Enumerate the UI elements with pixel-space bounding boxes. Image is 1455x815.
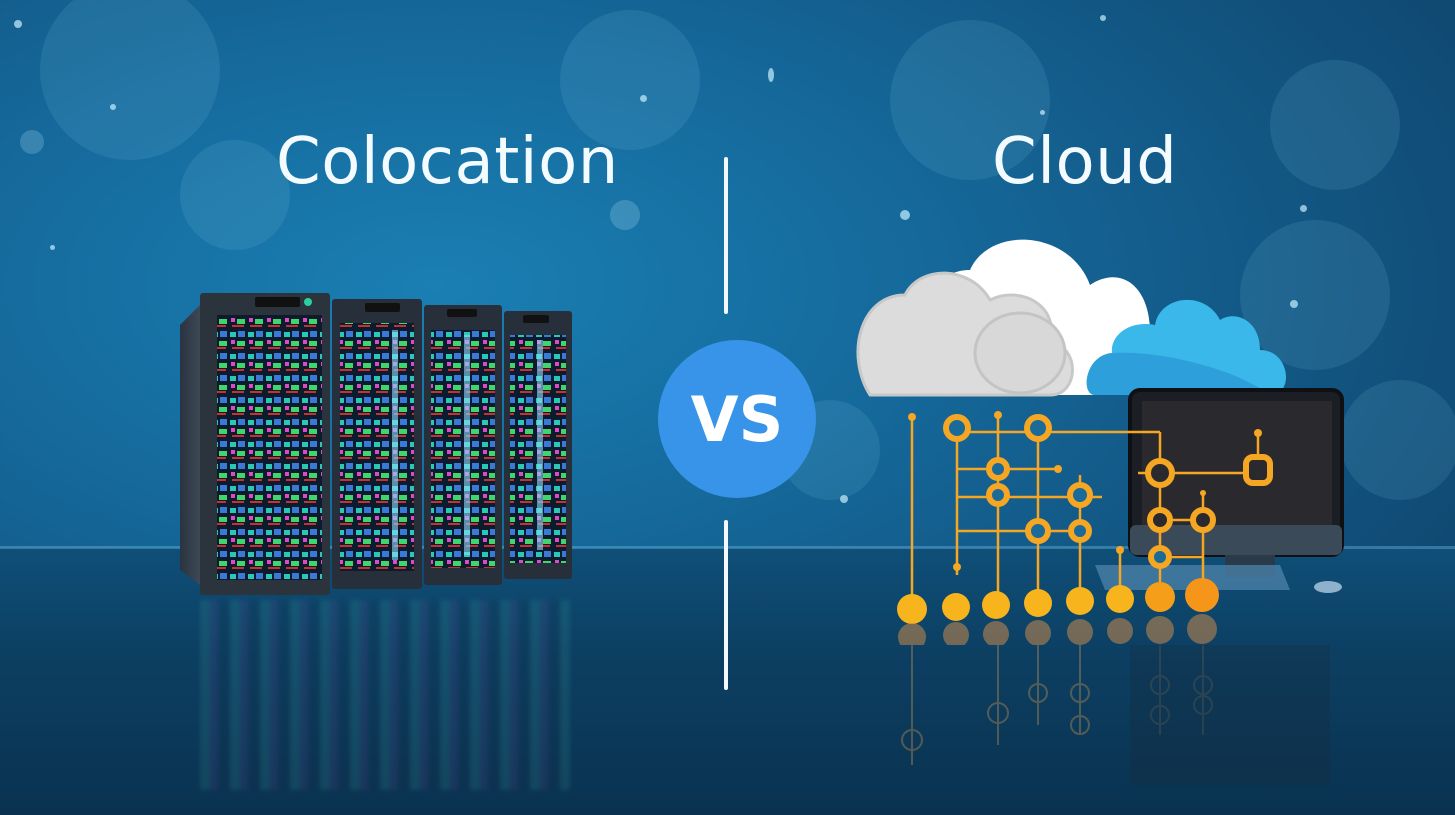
sparkle [840,495,848,503]
sparkle [14,20,22,28]
bokeh-light [560,10,700,150]
sparkle [768,68,774,82]
sparkle [1300,205,1307,212]
cloud-icon [856,239,1287,397]
sparkle [900,210,910,220]
cloud-title: Cloud [992,125,1178,199]
server-rack-icon [180,293,572,595]
sparkle [110,104,116,110]
sparkle [1290,300,1298,308]
sparkle [20,130,44,154]
sparkle [610,200,640,230]
bokeh-light [40,0,220,160]
sparkle [50,245,55,250]
bokeh-light [1240,220,1390,370]
vs-badge: VS [658,340,816,498]
bokeh-light [1340,380,1455,500]
bokeh-light [180,140,290,250]
sparkle [640,95,647,102]
vs-label: VS [690,382,784,456]
sparkle [1100,15,1106,21]
network-diagram-icon [897,388,1344,645]
divider-bottom [724,520,728,690]
colocation-title: Colocation [276,125,619,199]
network-reflection [901,645,1330,785]
bokeh-light [1270,60,1400,190]
bokeh-light [890,20,1050,180]
sparkle [1040,110,1045,115]
divider-top [724,157,728,314]
server-rack-reflection [200,600,570,790]
